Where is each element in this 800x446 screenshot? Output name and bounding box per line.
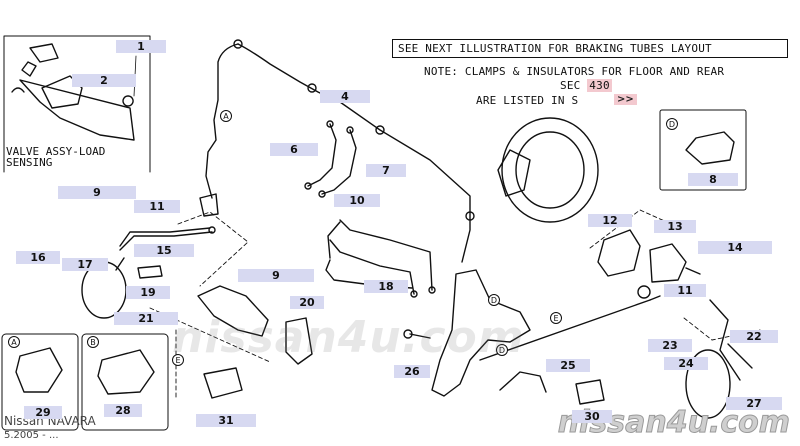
callout-23[interactable]: 23 <box>648 339 692 352</box>
brake-pipe-6 <box>307 123 337 187</box>
connector-d-upper: D <box>491 296 497 305</box>
callout-7[interactable]: 7 <box>366 164 406 177</box>
watermark-center: nissan4u.com <box>172 312 525 363</box>
insulator-31 <box>203 367 243 399</box>
callout-30[interactable]: 30 <box>572 410 612 423</box>
callout-26[interactable]: 26 <box>394 365 430 378</box>
callout-31[interactable]: 31 <box>196 414 256 427</box>
clip-29 <box>15 347 63 393</box>
callout-21[interactable]: 21 <box>114 312 178 325</box>
callout-8[interactable]: 8 <box>688 173 738 186</box>
connector-a-inset: A <box>11 338 17 347</box>
callout-24[interactable]: 24 <box>664 357 708 370</box>
callout-11-right[interactable]: 11 <box>664 284 706 297</box>
callout-1[interactable]: 1 <box>116 40 166 53</box>
callout-12[interactable]: 12 <box>588 214 632 227</box>
valve-box-outline <box>3 35 151 173</box>
valve-body <box>41 75 83 109</box>
valve-bracket <box>19 79 135 141</box>
note-top: SEE NEXT ILLUSTRATION FOR BRAKING TUBES … <box>398 42 712 55</box>
rear-brake-rod <box>479 299 651 361</box>
valve-label-line1: VALVE ASSY-LOAD <box>6 145 106 158</box>
inset-b-box <box>81 333 169 431</box>
clip-8-box <box>659 109 747 191</box>
callout-28[interactable]: 28 <box>104 404 142 417</box>
callout-27[interactable]: 27 <box>726 397 782 410</box>
clip-19 <box>137 265 163 279</box>
note-sec-value[interactable]: 430 <box>587 79 612 92</box>
brake-pipe-18 <box>329 239 415 295</box>
clip-28 <box>97 349 155 395</box>
bracket-21 <box>197 285 269 337</box>
bracket-12 <box>597 229 641 277</box>
callout-10[interactable]: 10 <box>334 194 380 207</box>
bracket-13 <box>649 243 687 283</box>
callout-4[interactable]: 4 <box>320 90 370 103</box>
connector-d-clip: D <box>669 120 675 129</box>
connector-b-inset: B <box>90 338 96 347</box>
brake-booster <box>501 117 599 223</box>
callout-18[interactable]: 18 <box>364 280 408 293</box>
brake-pipe-10 <box>339 219 433 291</box>
note-line2: NOTE: CLAMPS & INSULATORS FOR FLOOR AND … <box>424 65 725 78</box>
callout-19[interactable]: 19 <box>126 286 170 299</box>
callout-13[interactable]: 13 <box>654 220 696 233</box>
brake-hose-24 <box>685 349 731 419</box>
brake-pipe-15 <box>119 227 211 247</box>
model-date: 5.2005 - ... <box>4 430 59 441</box>
note-sec: SEC 430 <box>560 79 612 92</box>
note-line3: ARE LISTED IN S <box>476 94 579 107</box>
callout-25[interactable]: 25 <box>546 359 590 372</box>
sec-link-arrow[interactable]: >> <box>614 94 637 105</box>
main-brake-pipe <box>237 43 471 263</box>
connector-e-valve: E <box>553 314 558 323</box>
brake-pipe-25 <box>499 371 547 393</box>
valve-label: VALVE ASSY-LOAD SENSING <box>6 146 105 168</box>
brake-hose-22 <box>709 299 741 381</box>
callout-11-left[interactable]: 11 <box>134 200 180 213</box>
clip-30 <box>575 379 605 405</box>
callout-2[interactable]: 2 <box>72 74 136 87</box>
callout-16[interactable]: 16 <box>16 251 60 264</box>
connector-e-inset: E <box>175 356 180 365</box>
callout-9-center[interactable]: 9 <box>238 269 314 282</box>
brake-pipe-7 <box>321 129 357 195</box>
callout-22[interactable]: 22 <box>730 330 778 343</box>
callout-6[interactable]: 6 <box>270 143 318 156</box>
callout-14[interactable]: 14 <box>698 241 772 254</box>
callout-20[interactable]: 20 <box>290 296 324 309</box>
connector-d-lower: D <box>499 346 505 355</box>
callout-29[interactable]: 29 <box>24 406 62 419</box>
connector-a-top: A <box>223 112 229 121</box>
note-sec-prefix: SEC <box>560 79 581 92</box>
inset-a-box <box>1 333 79 431</box>
callout-17[interactable]: 17 <box>62 258 108 271</box>
bracket-20 <box>285 317 313 365</box>
valve-label-line2: SENSING <box>6 156 53 169</box>
callout-9-left[interactable]: 9 <box>58 186 136 199</box>
callout-15[interactable]: 15 <box>134 244 194 257</box>
note-box <box>392 39 788 58</box>
